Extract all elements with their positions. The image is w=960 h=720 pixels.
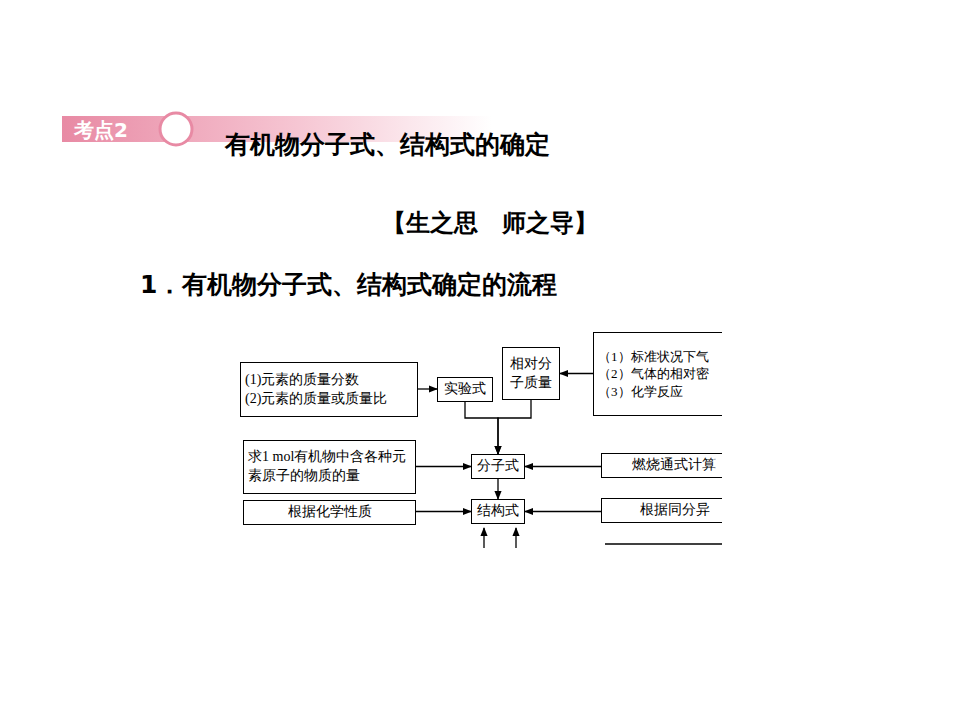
flow-box: 结构式 (471, 499, 525, 524)
flow-box: （1）标准状况下气（2）气体的相对密（3）化学反应 (593, 332, 722, 416)
cut-box-edge (605, 543, 722, 545)
box-text: 结构式 (476, 502, 520, 521)
flow-arrow (465, 402, 498, 455)
flow-box: 分子式 (471, 454, 525, 479)
box-text: 求1 mol有机物中含各种元素原子的物质的量 (248, 448, 411, 486)
flow-arrow (416, 511, 471, 512)
box-text: 根据化学性质 (248, 503, 411, 522)
subsection-heading: 1．有机物分子式、结构式确定的流程 (140, 268, 557, 301)
section-heading: 【生之思 师之导】 (382, 207, 598, 239)
flow-box: 求1 mol有机物中含各种元素原子的物质的量 (243, 440, 416, 494)
box-text: (2)元素的质量或质量比 (245, 390, 413, 409)
flow-arrow (560, 373, 593, 374)
badge-circle (160, 113, 192, 145)
box-text: （2）气体的相对密 (598, 365, 718, 383)
box-text: 相对分子质量 (507, 355, 555, 393)
input-arrow (515, 528, 516, 548)
box-text: 实验式 (442, 380, 488, 399)
flow-box: 根据化学性质 (243, 500, 416, 525)
slide-title: 有机物分子式、结构式的确定 (225, 128, 550, 161)
box-text: (1)元素的质量分数 (245, 371, 413, 390)
box-text: 根据同分异 (640, 501, 718, 520)
flow-box: 燃烧通式计算 (601, 453, 722, 478)
flow-box: 相对分子质量 (502, 347, 560, 400)
flow-arrow (497, 479, 498, 499)
flow-arrow (418, 388, 437, 389)
box-text: （1）标准状况下气 (598, 348, 718, 366)
section-badge: 考点2 (74, 117, 128, 144)
flow-arrow (525, 511, 601, 512)
flow-box: 实验式 (437, 377, 493, 402)
box-text: 燃烧通式计算 (632, 456, 718, 475)
box-text: （3）化学反应 (598, 383, 718, 401)
flow-arrow (498, 400, 531, 454)
flow-arrow (525, 466, 601, 467)
flow-box: 根据同分异 (601, 498, 722, 523)
box-text: 分子式 (476, 457, 520, 476)
flow-arrow (416, 466, 471, 467)
flow-box: (1)元素的质量分数(2)元素的质量或质量比 (240, 362, 418, 417)
input-arrow (483, 528, 484, 548)
